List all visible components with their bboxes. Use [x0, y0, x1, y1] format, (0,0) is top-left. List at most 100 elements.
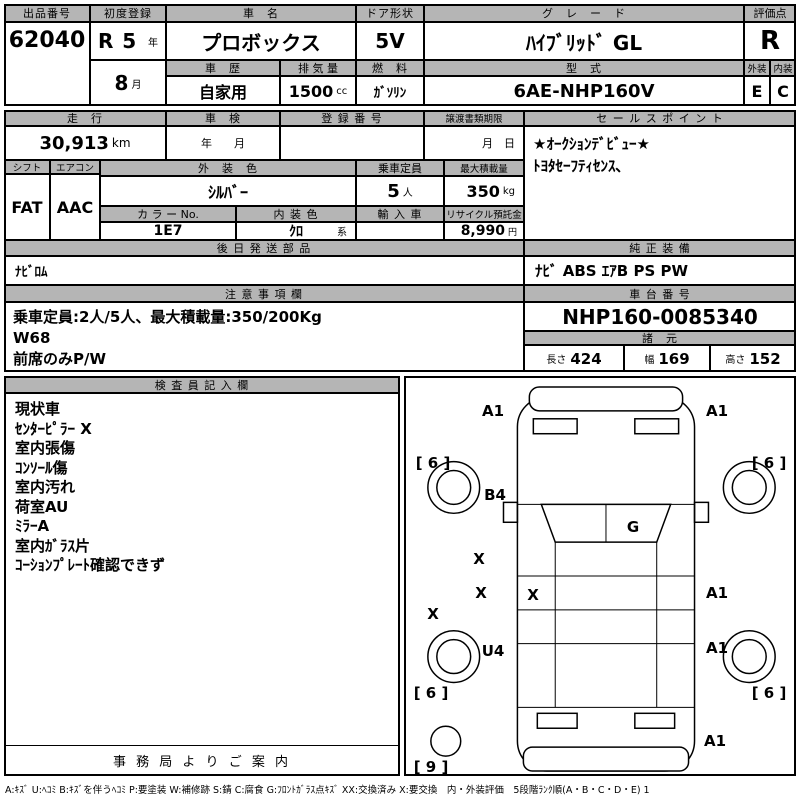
month-unit: 月	[131, 79, 142, 91]
dimension-height: 高さ 152	[710, 345, 796, 372]
car-name-value: プロボックス	[166, 22, 356, 60]
spare-tire	[430, 725, 462, 757]
door-shape-label: ドア形状	[356, 4, 424, 22]
sales-point-line1: ★ｵｰｸｼｮﾝﾃﾞﾋﾞｭｰ★	[533, 135, 650, 153]
recycle-deposit-value: 8,990 円	[444, 222, 524, 240]
exterior-color-value: ｼﾙﾊﾞｰ	[100, 176, 356, 206]
score-value: R	[744, 22, 796, 60]
grade-label: グ レ ー ド	[424, 4, 744, 22]
damage-mark-X: X	[475, 584, 487, 602]
notes-line-2: W68	[13, 329, 51, 347]
damage-mark-A1: A1	[703, 732, 727, 750]
max-load-value: 350 kg	[444, 176, 524, 206]
inspector-note-line: 室内ｶﾞﾗｽ片	[15, 536, 91, 555]
damage-mark-A1: A1	[705, 584, 729, 602]
damage-mark-U4: U4	[481, 642, 505, 660]
car-outline-svg	[427, 386, 776, 772]
capacity-value: 5 人	[356, 176, 444, 206]
notes-line-1: 乗車定員:2人/5人、最大積載量:350/200Kg	[13, 308, 322, 326]
damage-mark-X: X	[527, 586, 539, 604]
sales-point-line2: ﾄﾖﾀｾｰﾌﾃｨｾﾝｽ､	[533, 157, 624, 175]
damage-code-legend: A:ｷｽﾞ U:ﾍｺﾐ B:ｷｽﾞを伴うﾍｺﾐ P:要塗装 W:補修跡 S:錆 …	[5, 785, 650, 796]
damage-mark-6: [ 6 ]	[751, 684, 787, 702]
damage-mark-G: G	[626, 518, 640, 536]
year-value: 5	[122, 29, 137, 53]
dimension-length: 長さ 424	[524, 345, 624, 372]
grade-value: ﾊｲﾌﾞﾘｯﾄﾞ GL	[424, 22, 744, 60]
car-body	[516, 396, 696, 772]
score-label: 評価点	[744, 4, 796, 22]
era-value: R	[98, 29, 114, 53]
inspection-label: 車 検	[166, 110, 280, 126]
later-parts-value: ﾅﾋﾞﾛﾑ	[4, 256, 524, 285]
mileage-value: 30,913 km	[4, 126, 166, 160]
damage-mark-B4: B4	[484, 486, 506, 504]
damage-mark-X: X	[473, 550, 485, 568]
inspector-notes-label: 検 査 員 記 入 欄	[4, 376, 400, 393]
shift-label: シフト	[4, 160, 50, 174]
left-mirror	[502, 501, 519, 524]
interior-color-suffix: 系	[337, 227, 347, 239]
damage-mark-6: [ 6 ]	[413, 684, 449, 702]
inspector-note-line: 荷室AU	[15, 497, 69, 516]
model-code-value: 6AE-NHP160V	[424, 76, 744, 106]
interior-color-value: ｸﾛ 系	[236, 222, 356, 240]
model-code-label: 型 式	[424, 60, 744, 76]
notes-value: 乗車定員:2人/5人、最大積載量:350/200Kg W68 前席のみP/W	[4, 302, 524, 372]
equipment-value: ﾅﾋﾞ ABS ｴｱB PS PW	[524, 256, 796, 285]
left-headlight	[532, 418, 578, 435]
exterior-score: E	[744, 76, 770, 106]
registration-no-value	[280, 126, 424, 160]
rear-bumper	[522, 746, 690, 772]
damage-mark-X: X	[427, 605, 439, 623]
damage-mark-A1: A1	[705, 402, 729, 420]
inspector-note-line: ｾﾝﾀｰﾋﾟﾗｰ X	[15, 419, 92, 438]
office-info-banner: 事 務 局 よ り ご 案 内	[4, 745, 400, 776]
chassis-no-value: NHP160-0085340	[524, 302, 796, 331]
right-taillight	[634, 712, 676, 729]
aircon-label: エアコン	[50, 160, 100, 174]
exhibit-no-value: 62040	[4, 22, 90, 106]
inspection-value: 年 月	[166, 126, 280, 160]
inspector-note-line: ｺﾝｿｰﾙ傷	[15, 458, 68, 477]
registration-no-label: 登 録 番 号	[280, 110, 424, 126]
transfer-deadline-label: 譲渡書類期限	[424, 110, 524, 126]
notes-line-3: 前席のみP/W	[13, 350, 107, 368]
fuel-value: ｶﾞｿﾘﾝ	[356, 76, 424, 106]
mileage-label: 走 行	[4, 110, 166, 126]
interior-color-label: 内 装 色	[236, 206, 356, 222]
inspector-note-line: ｺｰｼｮﾝﾌﾟﾚｰﾄ確認できず	[15, 556, 166, 574]
windshield	[540, 503, 672, 543]
car-name-label: 車 名	[166, 4, 356, 22]
inspector-note-line: 室内張傷	[15, 439, 76, 457]
inspector-note-line: 現状車	[15, 400, 61, 418]
notes-label: 注 意 事 項 欄	[4, 285, 524, 302]
front-bumper	[528, 386, 684, 412]
capacity-label: 乗車定員	[356, 160, 444, 176]
exterior-color-label: 外 装 色	[100, 160, 356, 176]
shift-value: FAT	[4, 174, 50, 240]
interior-score: C	[770, 76, 796, 106]
interior-label: 内装	[770, 60, 796, 76]
damage-mark-6: [ 6 ]	[751, 454, 787, 472]
first-registration-label: 初度登録	[90, 4, 166, 22]
car-history-value: 自家用	[166, 76, 280, 106]
sales-point-label: セ ー ル ス ポ イ ン ト	[524, 110, 796, 126]
door-shape-value: 5V	[356, 22, 424, 60]
first-registration-month: 8 月	[90, 60, 166, 106]
dimensions-label: 諸 元	[524, 331, 796, 345]
color-no-label: カ ラ ー No.	[100, 206, 236, 222]
equipment-label: 純 正 装 備	[524, 240, 796, 256]
left-taillight	[536, 712, 578, 729]
right-mirror	[693, 501, 710, 524]
right-headlight	[634, 418, 680, 435]
exhibit-no-label: 出品番号	[4, 4, 90, 22]
transfer-deadline-value: 月 日	[424, 126, 524, 160]
fuel-label: 燃 料	[356, 60, 424, 76]
recycle-deposit-label: リサイクル預託金	[444, 206, 524, 222]
damage-mark-9: [ 9 ]	[413, 758, 449, 776]
import-car-label: 輸 入 車	[356, 206, 444, 222]
inspector-note-line: 室内汚れ	[15, 478, 76, 496]
inspector-note-line: ﾐﾗｰA	[15, 517, 50, 535]
